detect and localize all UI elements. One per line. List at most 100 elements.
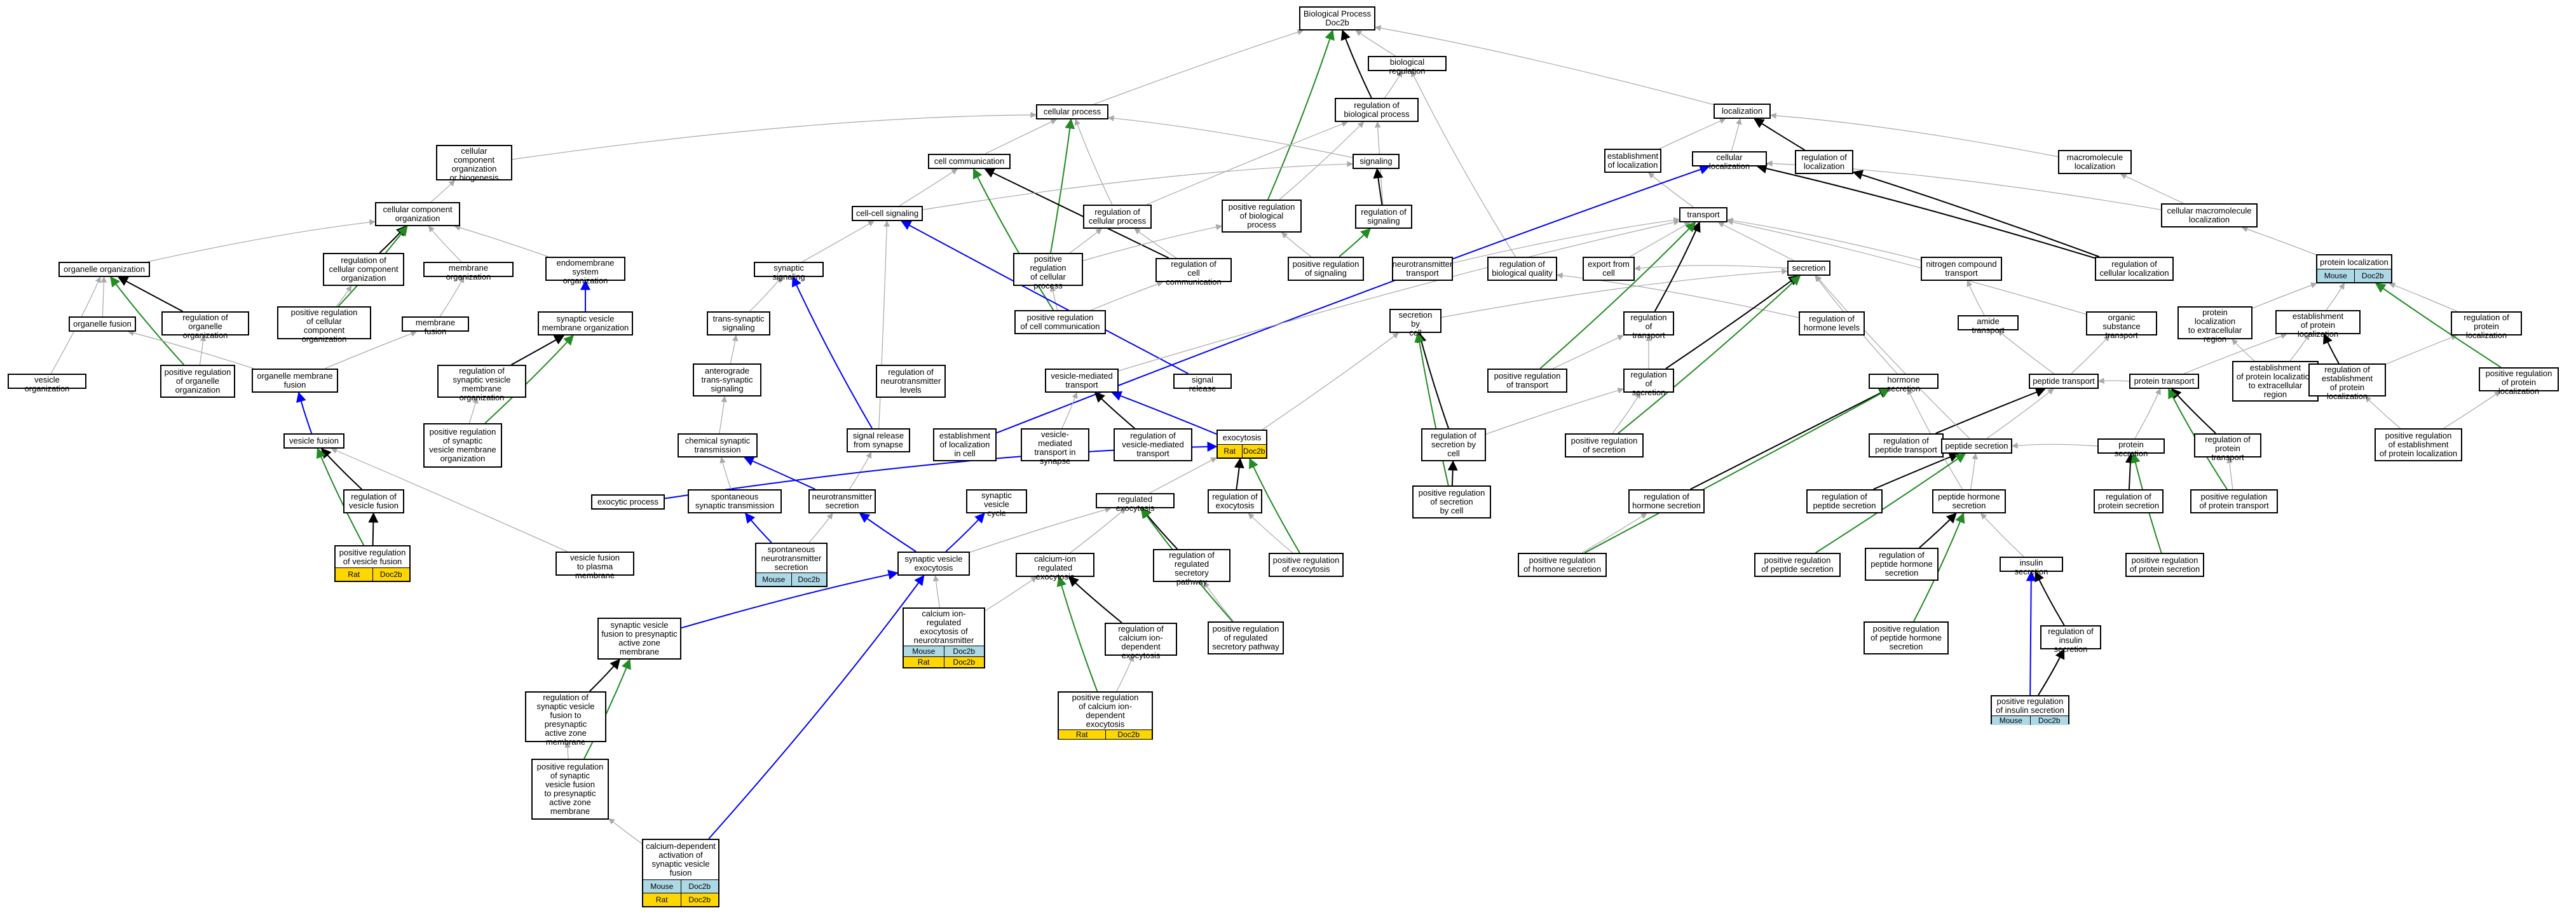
go-term-node[interactable]: synaptic signaling bbox=[754, 262, 824, 281]
go-term-node[interactable]: calcium-dependent activation of synaptic… bbox=[642, 839, 719, 907]
go-term-node[interactable]: regulation of protein transport bbox=[2194, 433, 2261, 462]
go-term-node[interactable]: positive regulation of protein transport bbox=[2190, 489, 2278, 513]
go-term-node[interactable]: vesicle organization bbox=[8, 374, 86, 393]
go-term-node[interactable]: establishment of localization in cell bbox=[933, 428, 997, 461]
go-term-node[interactable]: positive regulation of organelle organiz… bbox=[160, 365, 235, 398]
go-term-node[interactable]: regulation of peptide secretion bbox=[1806, 489, 1883, 513]
go-term-node[interactable]: regulation of vesicle-mediated transport bbox=[1114, 428, 1192, 461]
go-term-node[interactable]: cellular localization bbox=[1692, 151, 1767, 171]
go-term-node[interactable]: cell communication bbox=[928, 154, 1011, 169]
go-term-node[interactable]: regulation of establishment of protein l… bbox=[2308, 363, 2386, 401]
go-term-node[interactable]: regulation of neurotransmitter levels bbox=[876, 365, 946, 398]
go-term-node[interactable]: organelle membrane fusion bbox=[252, 369, 338, 393]
go-term-node[interactable]: synaptic vesicle fusion to presynaptic a… bbox=[597, 618, 681, 660]
go-term-node[interactable]: positive regulation of synaptic vesicle … bbox=[531, 759, 609, 820]
go-term-node[interactable]: trans-synaptic signaling bbox=[707, 311, 770, 336]
go-term-node[interactable]: Biological Process Doc2b bbox=[1299, 6, 1375, 30]
go-term-node[interactable]: cellular component organization or bioge… bbox=[436, 145, 512, 182]
go-term-node[interactable]: positive regulation of establishment of … bbox=[2375, 428, 2462, 461]
go-term-node[interactable]: calcium ion-regulated exocytosis of neur… bbox=[903, 607, 985, 668]
go-term-node[interactable]: macromolecule localization bbox=[2058, 150, 2132, 174]
go-term-node[interactable]: insulin secretion bbox=[2000, 557, 2063, 576]
go-term-node[interactable]: regulation of protein secretion bbox=[2094, 489, 2164, 513]
go-term-node[interactable]: regulation of transport bbox=[1623, 311, 1674, 340]
go-term-node[interactable]: anterograde trans-synaptic signaling bbox=[693, 363, 761, 396]
go-term-node[interactable]: positive regulation of peptide secretion bbox=[1754, 553, 1841, 577]
go-term-node[interactable]: neurotransmitter transport bbox=[1392, 257, 1453, 281]
go-term-node[interactable]: regulation of secretion bbox=[1623, 369, 1674, 397]
go-term-node[interactable]: regulation of cell communication bbox=[1155, 258, 1232, 287]
go-term-node[interactable]: endomembrane system organization bbox=[545, 257, 625, 285]
go-term-node[interactable]: peptide secretion bbox=[1941, 438, 2012, 454]
go-term-node[interactable]: membrane fusion bbox=[402, 316, 469, 336]
go-term-node[interactable]: secretion by cell bbox=[1389, 309, 1441, 337]
go-term-node[interactable]: calcium-ion regulated exocytosis bbox=[1016, 553, 1094, 581]
go-term-node[interactable]: synaptic vesicle membrane organization bbox=[538, 311, 633, 336]
go-term-node[interactable]: establishment of protein localization bbox=[2275, 310, 2361, 339]
go-term-node[interactable]: regulation of hormone levels bbox=[1799, 311, 1865, 336]
go-term-node[interactable]: membrane organization bbox=[423, 262, 514, 281]
go-term-node[interactable]: exocytic process bbox=[591, 494, 665, 510]
go-term-node[interactable]: hormone secretion bbox=[1869, 374, 1939, 393]
go-term-node[interactable]: positive regulation of protein localizat… bbox=[2479, 367, 2559, 396]
go-term-node[interactable]: regulation of biological quality bbox=[1487, 257, 1557, 281]
go-term-node[interactable]: protein transport bbox=[2129, 374, 2199, 389]
go-term-node[interactable]: positive regulation of synaptic vesicle … bbox=[423, 423, 502, 468]
go-term-node[interactable]: positive regulation of signaling bbox=[1288, 257, 1364, 281]
go-term-node[interactable]: vesicle-mediated transport in synapse bbox=[1021, 428, 1089, 466]
go-term-node[interactable]: regulation of regulated secretory pathwa… bbox=[1153, 549, 1230, 586]
go-term-node[interactable]: signal release from synapse bbox=[847, 428, 910, 452]
go-term-node[interactable]: cellular macromolecule localization bbox=[2161, 203, 2258, 227]
go-term-node[interactable]: regulation of insulin secretion bbox=[2040, 625, 2101, 654]
go-term-node[interactable]: positive regulation of secretion bbox=[1565, 433, 1644, 458]
go-term-node[interactable]: regulation of peptide transport bbox=[1869, 433, 1944, 458]
go-term-node[interactable]: positive regulation of calcium ion-depen… bbox=[1058, 691, 1153, 740]
go-term-node[interactable]: peptide hormone secretion bbox=[1932, 489, 2006, 513]
go-term-node[interactable]: organelle fusion bbox=[69, 316, 136, 332]
go-term-node[interactable]: amide transport bbox=[1958, 315, 2019, 335]
go-term-node[interactable]: biological regulation bbox=[1368, 56, 1447, 76]
go-term-node[interactable]: signaling bbox=[1353, 154, 1400, 169]
go-term-node[interactable]: regulation of cellular component organiz… bbox=[323, 253, 404, 286]
go-term-node[interactable]: positive regulation of regulated secreto… bbox=[1208, 621, 1284, 654]
go-term-node[interactable]: positive regulation of cellular componen… bbox=[277, 306, 371, 344]
go-term-node[interactable]: positive regulation of transport bbox=[1487, 369, 1567, 393]
go-term-node[interactable]: chemical synaptic transmission bbox=[678, 433, 758, 458]
go-term-node[interactable]: vesicle fusion bbox=[283, 433, 344, 449]
go-term-node[interactable]: positive regulation of exocytosis bbox=[1269, 553, 1344, 577]
go-term-node[interactable]: secretion bbox=[1787, 261, 1830, 276]
go-term-node[interactable]: synaptic vesicle exocytosis bbox=[897, 552, 970, 576]
go-term-node[interactable]: positive regulation of protein secretion bbox=[2125, 553, 2204, 577]
go-term-node[interactable]: localization bbox=[1714, 104, 1771, 119]
go-term-node[interactable]: regulation of organelle organization bbox=[161, 311, 249, 340]
go-term-node[interactable]: positive regulation of insulin secretion… bbox=[1991, 695, 2069, 725]
go-term-node[interactable]: positive regulation of secretion by cell bbox=[1412, 485, 1491, 518]
go-term-node[interactable]: regulation of calcium ion-dependent exoc… bbox=[1105, 623, 1177, 660]
go-term-node[interactable]: protein secretion bbox=[2097, 438, 2165, 458]
go-term-node[interactable]: organic substance transport bbox=[2086, 311, 2157, 340]
go-term-node[interactable]: establishment of protein localization to… bbox=[2232, 361, 2319, 402]
go-term-node[interactable]: organelle organization bbox=[58, 262, 150, 277]
go-term-node[interactable]: regulation of synaptic vesicle membrane … bbox=[437, 365, 526, 402]
go-term-node[interactable]: regulation of signaling bbox=[1355, 205, 1412, 229]
go-term-node[interactable]: regulated exocytosis bbox=[1096, 493, 1175, 513]
go-term-node[interactable]: positive regulation of cell communicatio… bbox=[1014, 310, 1106, 334]
go-term-node[interactable]: signal release bbox=[1173, 374, 1232, 393]
go-term-node[interactable]: peptide transport bbox=[2029, 374, 2099, 389]
go-term-node[interactable]: regulation of protein localization bbox=[2451, 311, 2522, 340]
go-term-node[interactable]: vesicle-mediated transport bbox=[1045, 369, 1119, 393]
go-term-node[interactable]: cellular process bbox=[1036, 104, 1108, 119]
go-term-node[interactable]: regulation of biological process bbox=[1335, 98, 1419, 122]
go-term-node[interactable]: cell-cell signaling bbox=[852, 206, 923, 221]
go-term-node[interactable]: nitrogen compound transport bbox=[1921, 257, 2002, 281]
go-term-node[interactable]: neurotransmitter secretion bbox=[808, 489, 876, 513]
go-term-node[interactable]: regulation of synaptic vesicle fusion to… bbox=[525, 691, 606, 747]
go-term-node[interactable]: cellular component organization bbox=[375, 202, 460, 226]
go-term-node[interactable]: regulation of secretion by cell bbox=[1421, 428, 1486, 461]
go-term-node[interactable]: export from cell bbox=[1583, 257, 1635, 281]
go-term-node[interactable]: regulation of peptide hormone secretion bbox=[1865, 548, 1939, 581]
